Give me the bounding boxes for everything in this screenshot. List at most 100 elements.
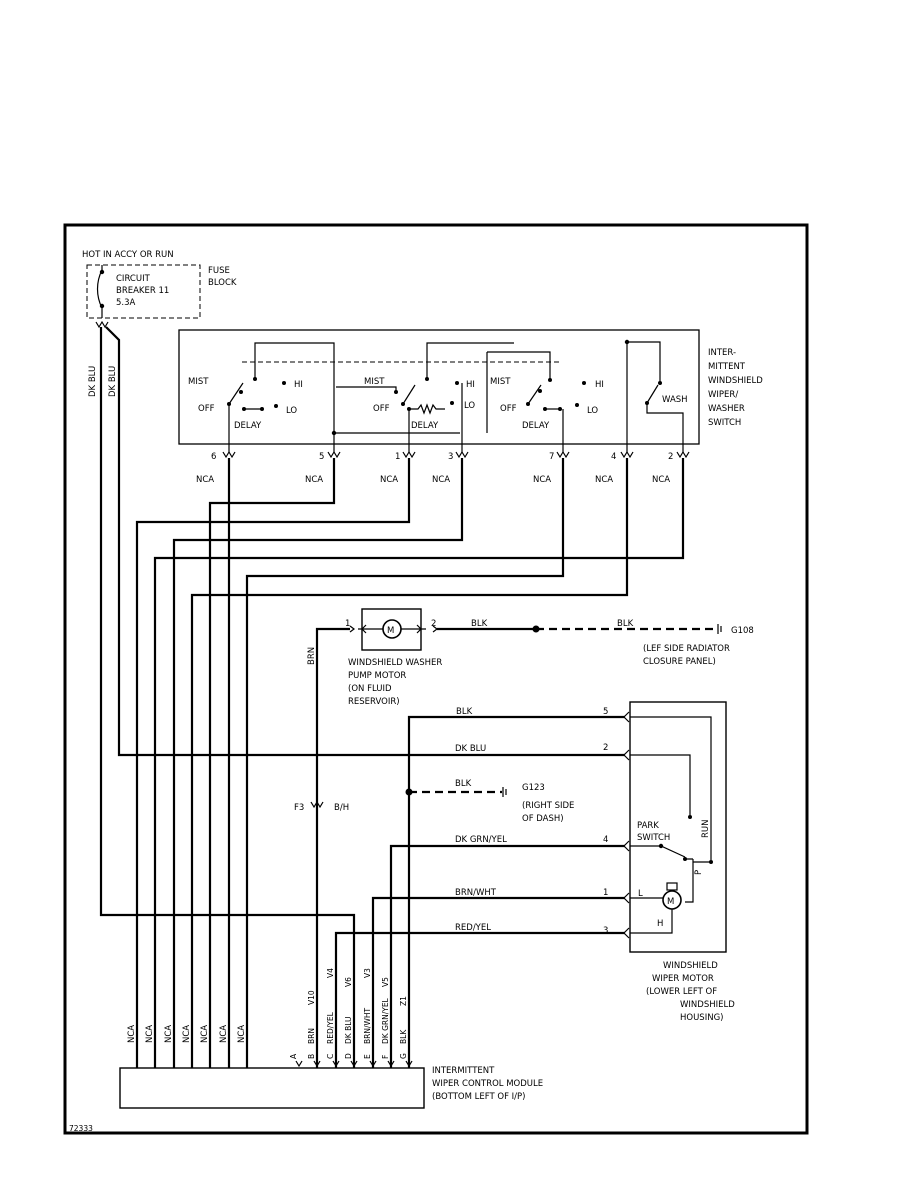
svg-text:C: C <box>326 1054 335 1059</box>
svg-text:Z1: Z1 <box>399 996 408 1006</box>
svg-text:(BOTTOM LEFT OF I/P): (BOTTOM LEFT OF I/P) <box>432 1092 525 1102</box>
svg-text:WASH: WASH <box>662 395 688 405</box>
fuse-block-label-1: FUSE <box>208 266 230 276</box>
svg-text:NCA: NCA <box>219 1025 229 1043</box>
svg-text:F: F <box>381 1055 390 1059</box>
ground-g123-icon: G123 (RIGHT SIDE OF DASH) <box>502 783 574 824</box>
svg-text:1: 1 <box>395 452 400 462</box>
svg-text:LO: LO <box>286 406 297 416</box>
svg-text:M: M <box>387 626 394 636</box>
svg-text:V6: V6 <box>344 977 353 987</box>
nca-wires <box>135 458 685 1068</box>
fuse-block: HOT IN ACCY OR RUN CIRCUIT BREAKER 11 5.… <box>82 250 237 329</box>
svg-text:BRN/WHT: BRN/WHT <box>363 1007 372 1044</box>
svg-text:MIST: MIST <box>364 377 385 387</box>
svg-text:WINDSHIELD WASHER: WINDSHIELD WASHER <box>348 658 442 668</box>
svg-text:BLK: BLK <box>456 707 473 717</box>
svg-text:WIPER/: WIPER/ <box>708 390 738 400</box>
wire-dk-blu-left <box>99 327 356 1068</box>
svg-text:NCA: NCA <box>305 475 323 485</box>
svg-text:H: H <box>657 919 663 929</box>
svg-text:RESERVOIR): RESERVOIR) <box>348 697 400 707</box>
svg-text:B/H: B/H <box>334 803 349 813</box>
breaker-label-2: BREAKER 11 <box>116 286 169 296</box>
svg-text:G108: G108 <box>731 626 754 636</box>
svg-text:NCA: NCA <box>380 475 398 485</box>
svg-text:4: 4 <box>603 835 608 845</box>
svg-text:B: B <box>307 1054 316 1059</box>
svg-text:P: P <box>694 870 704 875</box>
svg-text:DELAY: DELAY <box>522 421 550 431</box>
svg-text:DK BLU: DK BLU <box>344 1016 353 1044</box>
svg-text:L: L <box>638 889 643 899</box>
svg-text:3: 3 <box>448 452 453 462</box>
wire-brn <box>315 627 350 1068</box>
svg-text:NCA: NCA <box>182 1025 192 1043</box>
svg-text:INTERMITTENT: INTERMITTENT <box>432 1066 495 1076</box>
svg-text:2: 2 <box>603 743 608 753</box>
svg-text:6: 6 <box>211 452 216 462</box>
svg-text:INTER-: INTER- <box>708 348 736 358</box>
wire-blk-motor <box>407 715 625 1068</box>
svg-text:SWITCH: SWITCH <box>637 833 670 843</box>
hot-label: HOT IN ACCY OR RUN <box>82 250 174 260</box>
svg-text:WINDSHIELD: WINDSHIELD <box>663 961 718 971</box>
svg-text:WASHER: WASHER <box>708 404 745 414</box>
svg-text:PUMP MOTOR: PUMP MOTOR <box>348 671 406 681</box>
svg-text:OF DASH): OF DASH) <box>522 814 564 824</box>
svg-text:F3: F3 <box>294 803 304 813</box>
svg-text:NCA: NCA <box>145 1025 155 1043</box>
svg-text:BLK: BLK <box>617 619 634 629</box>
svg-text:WIPER CONTROL MODULE: WIPER CONTROL MODULE <box>432 1079 543 1089</box>
wire-label-dk-blu-2: DK BLU <box>108 366 118 397</box>
svg-text:G123: G123 <box>522 783 545 793</box>
svg-text:V5: V5 <box>381 977 390 987</box>
svg-text:DK BLU: DK BLU <box>455 744 486 754</box>
svg-text:1: 1 <box>603 888 608 898</box>
diagram-frame <box>63 223 809 1135</box>
svg-text:2: 2 <box>431 619 436 629</box>
svg-text:RED/YEL: RED/YEL <box>326 1011 335 1044</box>
svg-text:D: D <box>344 1053 353 1059</box>
svg-text:5: 5 <box>319 452 324 462</box>
svg-text:1: 1 <box>345 619 350 629</box>
wire-red-yel <box>334 931 625 1068</box>
wiper-control-module: INTERMITTENT WIPER CONTROL MODULE (BOTTO… <box>119 968 543 1109</box>
svg-text:BLK: BLK <box>455 779 472 789</box>
svg-text:NCA: NCA <box>237 1025 247 1043</box>
breaker-label-1: CIRCUIT <box>116 274 151 284</box>
washer-pump-motor: M 1 2 WINDSHIELD WASHER PUMP MOTOR (ON F… <box>345 608 442 707</box>
svg-text:A: A <box>289 1053 298 1059</box>
svg-text:LO: LO <box>464 401 475 411</box>
svg-text:3: 3 <box>603 926 608 936</box>
svg-text:MIST: MIST <box>490 377 511 387</box>
svg-text:V10: V10 <box>307 990 316 1005</box>
svg-text:DELAY: DELAY <box>234 421 262 431</box>
svg-text:BRN/WHT: BRN/WHT <box>455 888 497 898</box>
svg-text:V3: V3 <box>363 968 372 978</box>
svg-text:HI: HI <box>595 380 604 390</box>
svg-text:MIST: MIST <box>188 377 209 387</box>
svg-text:(ON FLUID: (ON FLUID <box>348 684 392 694</box>
svg-text:HI: HI <box>466 380 475 390</box>
svg-text:OFF: OFF <box>500 404 517 414</box>
svg-text:E: E <box>363 1054 372 1059</box>
svg-text:CLOSURE PANEL): CLOSURE PANEL) <box>643 657 716 667</box>
svg-text:NCA: NCA <box>432 475 450 485</box>
wire-dk-blu-right <box>105 326 625 757</box>
svg-text:NCA: NCA <box>533 475 551 485</box>
wire-label-dk-blu-1: DK BLU <box>88 366 98 397</box>
svg-text:NCA: NCA <box>127 1025 137 1043</box>
svg-text:7: 7 <box>549 452 554 462</box>
svg-text:2: 2 <box>668 452 673 462</box>
svg-text:DELAY: DELAY <box>411 421 439 431</box>
svg-text:RED/YEL: RED/YEL <box>455 923 491 933</box>
svg-text:5: 5 <box>603 707 608 717</box>
svg-text:DK GRN/YEL: DK GRN/YEL <box>455 835 507 845</box>
svg-text:WINDSHIELD: WINDSHIELD <box>708 376 763 386</box>
svg-text:LO: LO <box>587 406 598 416</box>
svg-text:WINDSHIELD: WINDSHIELD <box>680 1000 735 1010</box>
wire-label-brn: BRN <box>307 647 317 665</box>
svg-text:(LEF SIDE RADIATOR: (LEF SIDE RADIATOR <box>643 644 730 654</box>
